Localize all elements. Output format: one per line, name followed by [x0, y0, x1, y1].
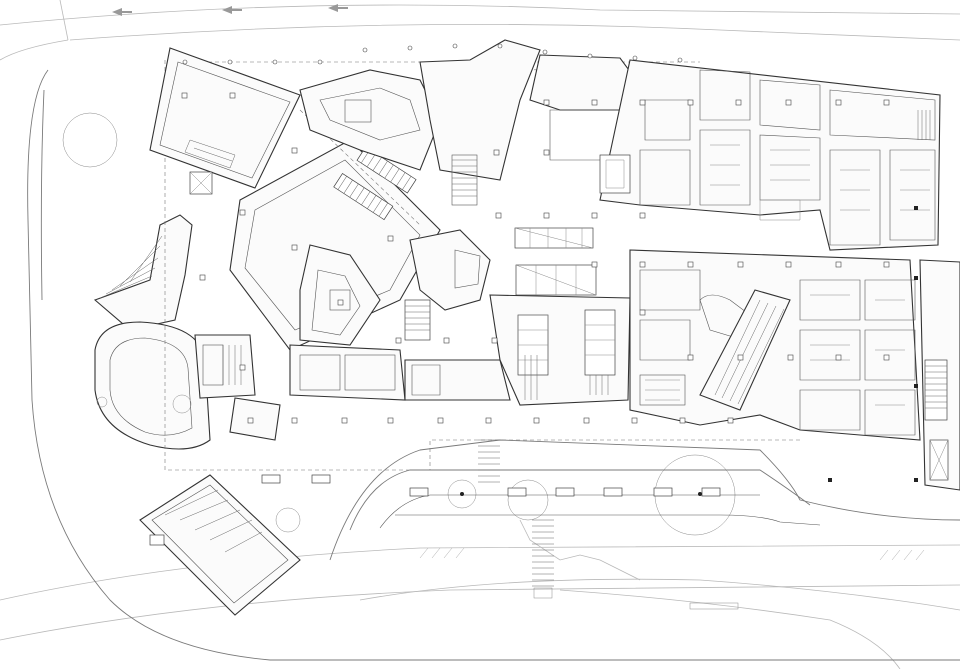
parking-ramp: [139, 474, 301, 616]
east-core: [489, 294, 631, 406]
west-wing: [149, 47, 301, 195]
tree-canopy: [62, 112, 118, 168]
planters: [261, 474, 721, 497]
tree-canopy: [507, 479, 549, 521]
north-block: [299, 39, 641, 206]
round-terrace: [94, 321, 211, 450]
road-arrow-3: [328, 4, 348, 12]
site-landscape: [27, 69, 960, 661]
atrium: [229, 109, 441, 351]
south-central: [289, 244, 511, 401]
west-core: [194, 334, 281, 441]
road-arrow-1: [112, 8, 132, 16]
column-grid: [181, 43, 890, 424]
markers: [828, 206, 918, 482]
crosswalks: [478, 439, 554, 599]
building-outline: [164, 60, 960, 561]
central-core: [409, 227, 597, 311]
east-wing: [629, 249, 921, 441]
tree-canopy: [447, 479, 477, 509]
east-edge: [919, 259, 960, 491]
northeast-clinic: [599, 59, 941, 251]
tree-canopy: [275, 507, 301, 533]
road-arrow-2: [222, 6, 242, 14]
